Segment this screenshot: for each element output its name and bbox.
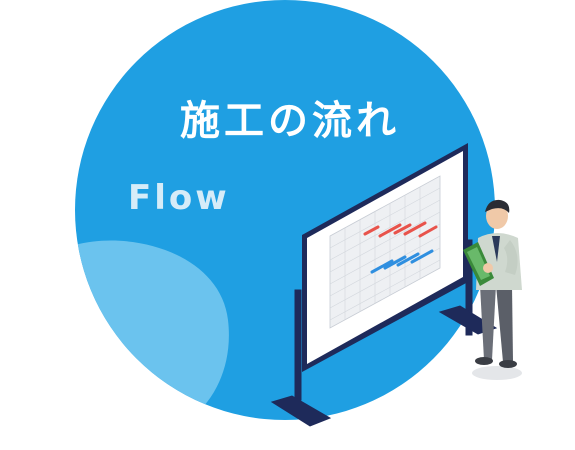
section-title: 施工の流れ — [180, 98, 400, 144]
presenter-person — [463, 199, 522, 380]
gantt-red-bars — [363, 221, 438, 238]
section-subtitle: Flow — [128, 178, 230, 218]
whiteboard — [302, 143, 468, 372]
board-stand — [270, 239, 498, 427]
gantt-blue-bars — [370, 249, 434, 274]
gantt-grid — [329, 175, 441, 329]
